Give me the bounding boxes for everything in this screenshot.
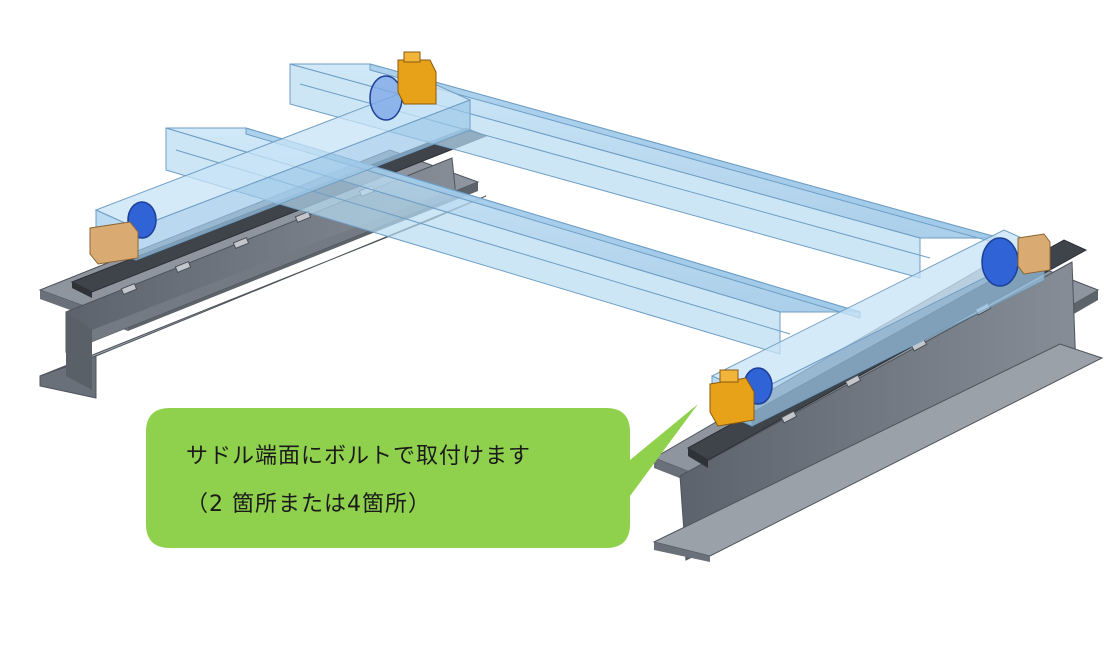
drive-motors	[397, 51, 755, 427]
callout-line-1: サドル端面にボルトで取付けます	[186, 444, 532, 469]
right-i-beam	[652, 253, 1104, 562]
end-blocks	[89, 221, 1051, 275]
callout-bubble	[146, 404, 698, 548]
callout-line-2: （2 箇所または4箇所）	[186, 492, 431, 517]
